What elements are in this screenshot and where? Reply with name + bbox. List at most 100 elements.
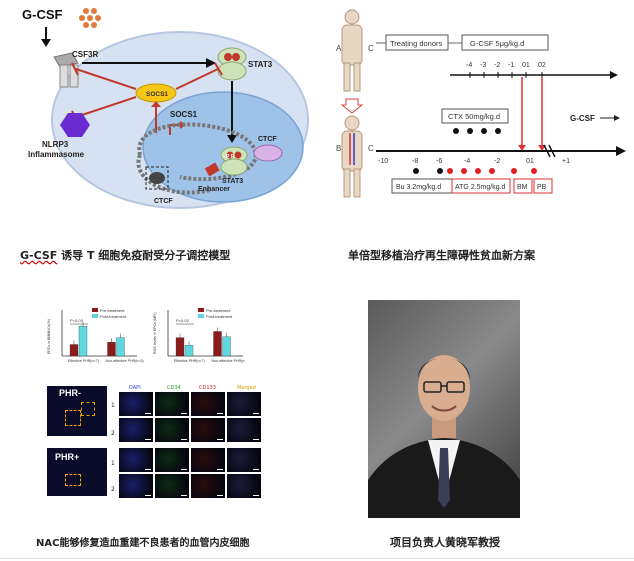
dna-loop: [137, 122, 258, 182]
bu-dose-dots: [413, 168, 443, 174]
micro-tile: [155, 418, 189, 442]
phr-minus-label-box: PHR-: [47, 386, 107, 436]
gcsf-dose-label: G-CSF 5μg/kg.d: [470, 39, 524, 48]
ctx-dose-dots: [453, 128, 501, 134]
scale-bar: [253, 439, 259, 440]
legend-label: Pre-treatment: [206, 308, 231, 313]
top-tick-label: 02: [538, 62, 546, 69]
micro-tile: [119, 448, 153, 472]
micro-tile: [155, 448, 189, 472]
bar: [222, 336, 231, 357]
socs1-nuc-label: SOCS1: [170, 110, 198, 119]
roi-box: [65, 474, 81, 486]
micro-tile: [191, 418, 225, 442]
row-num: 2: [111, 486, 115, 493]
stat3-top-icon: [217, 47, 247, 81]
scale-bar: [253, 495, 259, 496]
scale-bar: [145, 495, 151, 496]
bu-label: Bu 3.2mg/kg.d: [396, 184, 441, 191]
scale-bar: [181, 413, 187, 414]
phr-plus-label: PHR+: [55, 452, 80, 462]
significance-label: P=0.03: [70, 318, 84, 323]
pb-label: PB: [537, 184, 547, 191]
top-tick-label: -3: [480, 62, 486, 69]
top-tick-label: -4: [466, 62, 472, 69]
legend-label: Post-treatment: [206, 314, 233, 319]
top-tick-label: -1: [508, 62, 514, 69]
label-b: B: [336, 144, 341, 153]
scale-bar: [217, 413, 223, 414]
stat3-nuc-label: STAT3: [222, 178, 243, 185]
enhancer-icon: [204, 162, 220, 177]
bar: [107, 342, 116, 357]
bottom-tick-label: -6: [436, 158, 442, 165]
top-tick-label: -2: [494, 62, 500, 69]
figure1-caption-prefix: G-CSF: [20, 249, 58, 262]
ctx-label: CTX 50mg/kg.d: [448, 112, 500, 121]
row-num: 2: [111, 430, 115, 437]
atg-box: [451, 178, 511, 194]
gcsf-model-diagram: G-CSF CSF3R STAT3 SOCS1 NLRP3 Inflammaso…: [22, 7, 309, 209]
legend-swatch: [198, 314, 204, 318]
micro-tile: [227, 392, 261, 416]
bm-box: [513, 178, 533, 194]
stat3-nuc-icon: [220, 146, 248, 176]
nlrp3-label: NLRP3: [42, 140, 69, 149]
epc-bar-charts: EPCs in BMMNCs(%)Effective PHR(n=7)Non-e…: [47, 308, 246, 363]
person-portrait-icon: [368, 355, 520, 518]
figure3-caption: NAC能够修复造血重建不良患者的血管内皮细胞: [36, 538, 250, 549]
category-label: Non-effective PHR(n=5): [212, 359, 246, 363]
legend-swatch: [92, 308, 98, 312]
scale-bar: [181, 495, 187, 496]
atg-label: ATG 2.5mg/kg.d: [455, 184, 506, 191]
bar-chart-1: EPCs in BMMNCs(%)Effective PHR(n=7)Non-e…: [47, 308, 144, 363]
y-axis-label: ROS levels in EPCs (MFI): [153, 312, 157, 354]
category-label: Non-effective PHR(n=5): [106, 359, 144, 363]
gcsf-molecules-icon: [79, 8, 101, 28]
legend-label: Pre-treatment: [100, 308, 125, 313]
scale-bar: [145, 469, 151, 470]
nlrp3-icon: [60, 113, 90, 137]
ctcf-right-label: CTCF: [258, 136, 277, 143]
bar: [213, 331, 222, 357]
inflammasome-label: Inflammasome: [28, 150, 85, 159]
bar: [175, 337, 185, 357]
phr-minus-label: PHR-: [59, 388, 81, 398]
category-label: Effective PHR(n=7): [68, 359, 99, 363]
treating-donors-label: Treating donors: [390, 39, 443, 48]
top-tick-label: 01: [522, 62, 530, 69]
roi-box: [81, 402, 95, 416]
scale-bar: [253, 413, 259, 414]
ctcf-right-icon: [253, 144, 283, 162]
bar: [69, 344, 79, 357]
scale-bar: [181, 439, 187, 440]
recipient-silhouette-icon: [341, 115, 363, 198]
row-num: 1: [111, 460, 115, 467]
pp-label: P P: [226, 154, 235, 160]
gcsf-dose-box: [461, 34, 549, 51]
col-dapi: DAPI: [129, 385, 141, 391]
stat3-top-label: STAT3: [248, 60, 273, 69]
legend-swatch: [92, 314, 98, 318]
col-merged: Merged: [237, 385, 256, 391]
scale-bar: [253, 469, 259, 470]
bottom-tick-label: -10: [378, 158, 388, 165]
bm-label: BM: [517, 184, 528, 191]
micro-tile: [155, 392, 189, 416]
scale-bar: [145, 439, 151, 440]
bottom-tick-label: 01: [526, 158, 534, 165]
ctx-box: [441, 108, 509, 124]
scale-bar: [217, 495, 223, 496]
micro-tile: [119, 474, 153, 498]
micro-tile: [119, 418, 153, 442]
bottom-tick-label: -2: [494, 158, 500, 165]
ctcf-box: [145, 166, 169, 190]
micro-tile: [155, 474, 189, 498]
col-cd133: CD133: [199, 385, 216, 391]
micro-tile: [119, 392, 153, 416]
category-label: Effective PHR(n=7): [174, 359, 205, 363]
scale-bar: [217, 439, 223, 440]
bottom-divider: [0, 558, 634, 559]
